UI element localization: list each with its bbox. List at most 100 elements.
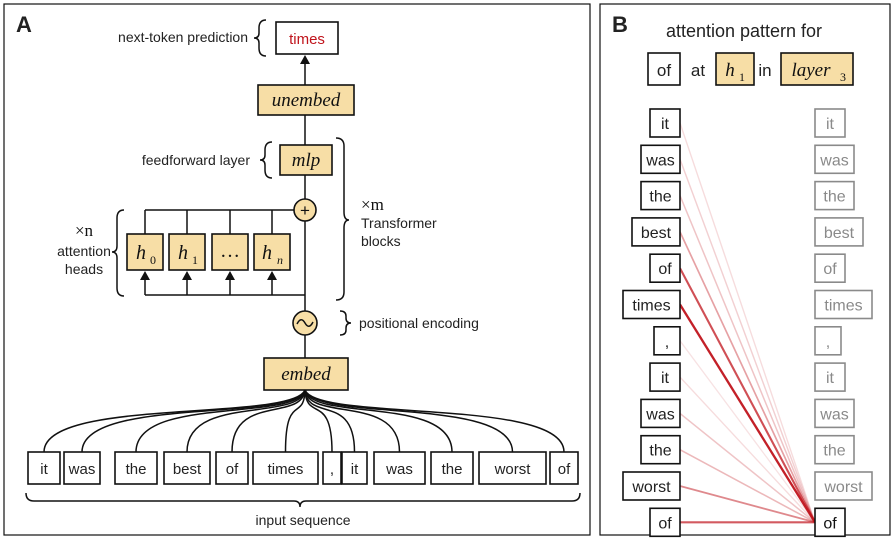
key-token: the <box>649 189 671 206</box>
pos-brace <box>339 310 352 336</box>
key-token: times <box>632 298 670 315</box>
input-token-box <box>478 451 547 485</box>
head-box-n: h n <box>253 233 291 271</box>
input-label: input sequence <box>256 512 351 528</box>
input-token-box <box>322 451 342 485</box>
at-word: at <box>691 61 705 80</box>
input-token: was <box>385 461 413 478</box>
head-box-0: h 0 <box>126 233 164 271</box>
heads-label-1: attention <box>57 243 111 259</box>
input-token: of <box>226 461 239 478</box>
attention-line <box>679 159 816 523</box>
key-token-box <box>649 362 681 392</box>
key-token-box <box>622 289 681 320</box>
heads-brace <box>111 209 125 297</box>
unembed-box <box>257 84 355 116</box>
query-token: of <box>823 515 837 532</box>
output-annotation: next-token prediction <box>118 29 248 45</box>
attention-line <box>679 303 816 523</box>
heads-label-2: heads <box>65 261 103 277</box>
input-token-box <box>215 451 249 485</box>
query-token-box <box>814 180 855 211</box>
input-token-box <box>163 451 211 485</box>
panel-b-frame <box>599 3 891 536</box>
arrowhead-output <box>300 55 310 64</box>
head-0-base: h <box>136 242 146 264</box>
input-token: was <box>68 461 96 478</box>
query-token-box <box>814 398 855 429</box>
title-layer-sub: 3 <box>840 70 846 84</box>
query-token-box <box>814 289 873 320</box>
query-token: of <box>823 261 837 278</box>
key-token-box <box>649 507 681 538</box>
input-token: the <box>442 461 463 478</box>
query-token: was <box>819 152 848 169</box>
key-token: , <box>665 334 669 351</box>
embed-label: embed <box>281 364 331 385</box>
query-token-box <box>814 471 873 501</box>
query-token: was <box>819 406 848 423</box>
embedding-link <box>304 389 565 453</box>
embedding-link <box>304 389 356 453</box>
title-head-base: h <box>725 60 735 81</box>
embedding-link <box>304 389 333 453</box>
panel-a-frame <box>3 3 591 536</box>
input-token: the <box>126 461 147 478</box>
input-token: it <box>351 461 359 478</box>
input-token-box <box>430 451 474 485</box>
mlp-label: mlp <box>292 150 321 171</box>
key-token-box <box>622 471 681 501</box>
input-token: , <box>330 461 334 478</box>
query-token: of <box>657 61 671 80</box>
query-token-box <box>814 325 842 356</box>
attention-line <box>679 485 816 524</box>
heads-multiplier: ×n <box>75 221 94 240</box>
title-layer-box <box>780 52 854 86</box>
head-box-dots: … <box>211 233 249 271</box>
attention-line <box>679 376 816 523</box>
key-token-box <box>640 398 681 429</box>
attention-line <box>679 449 816 523</box>
key-token-box <box>653 325 681 356</box>
input-token: of <box>558 461 571 478</box>
query-token: it <box>826 116 835 133</box>
query-token: the <box>823 443 845 460</box>
attention-line <box>679 412 816 523</box>
embedding-link <box>284 389 306 453</box>
key-token: worst <box>631 479 671 496</box>
head-0-sub: 0 <box>150 253 156 267</box>
token-embedding-links <box>43 389 565 453</box>
query-token: worst <box>823 479 863 496</box>
input-token-box <box>373 451 426 485</box>
head-2-base: … <box>220 240 240 262</box>
input-token-box <box>252 451 319 485</box>
in-word: in <box>758 61 771 80</box>
query-token-box <box>647 52 681 86</box>
title-head-sub: 1 <box>739 70 745 84</box>
embed-box <box>263 357 349 391</box>
head-3-sub: n <box>277 253 283 267</box>
output-brace <box>253 19 267 57</box>
key-token-box <box>640 434 681 465</box>
title-head-box <box>715 52 755 86</box>
query-token-box <box>814 434 855 465</box>
embedding-link <box>304 389 453 453</box>
head-1-base: h <box>178 242 188 264</box>
title-layer-base: layer <box>791 60 831 81</box>
key-token: of <box>658 261 672 278</box>
blocks-label-1: Transformer <box>361 215 437 231</box>
blocks-multiplier: ×m <box>361 195 384 214</box>
embedding-link <box>186 389 306 453</box>
blocks-label-2: blocks <box>361 233 401 249</box>
key-token: was <box>645 152 674 169</box>
output-token-box <box>275 21 339 55</box>
svg-text:h: h <box>136 242 146 264</box>
query-token-box-active <box>814 507 846 538</box>
key-token: it <box>661 370 670 387</box>
head-3-base: h <box>262 242 272 264</box>
key-token-box <box>640 180 681 211</box>
blocks-brace <box>335 137 350 301</box>
attention-line <box>679 340 816 523</box>
